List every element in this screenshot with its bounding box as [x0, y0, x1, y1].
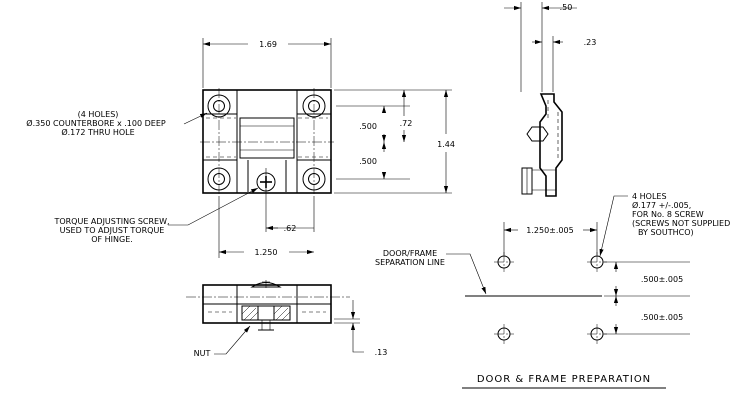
door-frame-preparation: 1.250±.005 .500±.005 .500±.005 DOOR/FRAM…: [375, 192, 730, 389]
screw-note-line-1: TORQUE ADJUSTING SCREW,: [53, 217, 169, 226]
dim-half-pitch-upper: .500: [359, 122, 377, 131]
front-view: 1.69 .500 .500 .72 1.44 .62 1.250 (: [26, 38, 455, 258]
screw-note-line-2: USED TO ADJUST TORQUE: [60, 226, 165, 235]
dim-width-1-69: 1.69: [259, 40, 277, 49]
dim-side-width-50: .50: [560, 3, 573, 12]
nut-label: NUT: [194, 349, 211, 358]
prep-holes-note-line-3: FOR No. 8 SCREW: [632, 210, 704, 219]
holes-note-line-1: (4 HOLES): [78, 110, 119, 119]
dim-depth-13: .13: [375, 348, 388, 357]
separation-label-line-1: DOOR/FRAME: [383, 249, 437, 258]
dim-pitch-72: .72: [400, 119, 413, 128]
holes-note-line-2: Ø.350 COUNTERBORE x .100 DEEP: [26, 118, 166, 128]
mounting-hole: [494, 252, 514, 272]
dim-side-offset-23: .23: [584, 38, 597, 47]
prep-holes-note-line-5: BY SOUTHCO): [638, 228, 694, 237]
separation-label-line-2: SEPARATION LINE: [375, 258, 445, 267]
holes-note-line-3: Ø.172 THRU HOLE: [61, 127, 134, 137]
mounting-hole: [587, 252, 607, 272]
prep-dim-vertical-lower: .500±.005: [641, 313, 683, 322]
prep-holes-note-line-2: Ø.177 +/-.005,: [632, 200, 691, 210]
prep-holes-note-line-4: (SCREWS NOT SUPPLIED: [632, 219, 730, 228]
screw-note-line-3: OF HINGE.: [91, 235, 133, 244]
dim-offset-62: .62: [284, 224, 297, 233]
prep-dim-vertical-upper: .500±.005: [641, 275, 683, 284]
prep-title: DOOR & FRAME PREPARATION: [477, 374, 651, 385]
side-view: .50 .23: [504, 2, 597, 197]
bottom-view: .13 NUT: [186, 280, 387, 358]
prep-holes-note-line-1: 4 HOLES: [632, 192, 667, 201]
dim-height-1-44: 1.44: [437, 140, 455, 149]
prep-dim-hole-spacing: 1.250±.005: [526, 226, 573, 235]
mounting-hole: [587, 324, 607, 344]
dim-hole-spacing-1-250: 1.250: [255, 248, 278, 257]
mounting-hole: [494, 324, 514, 344]
dim-half-pitch-lower: .500: [359, 157, 377, 166]
